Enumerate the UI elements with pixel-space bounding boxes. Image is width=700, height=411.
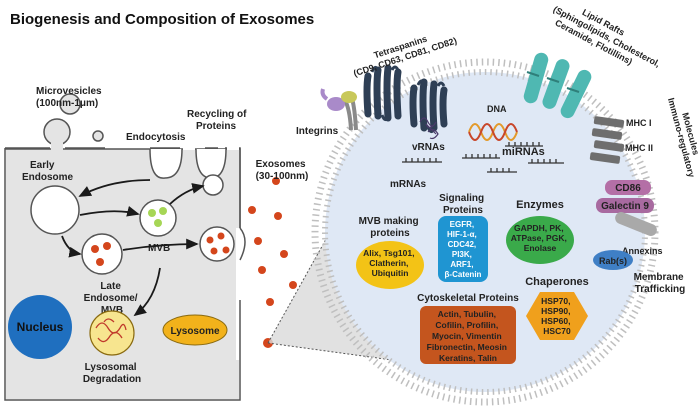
mrna-strands: [402, 158, 442, 163]
lysosomal-degradation-label: Lysosomal Degradation: [83, 362, 141, 385]
mirnas-label: miRNAs: [502, 146, 545, 158]
galectin-label: Galectin 9: [601, 201, 649, 212]
annexins: [615, 212, 657, 236]
rabs: [593, 250, 633, 270]
chaperones-box: [526, 292, 588, 340]
signaling-box: [438, 216, 488, 282]
chaperones-title: Chaperones: [525, 276, 589, 288]
enzymes-list: GAPDH, PK, ATPase, PGK, Enolase: [511, 223, 569, 253]
early-endosome-label: Early Endosome: [22, 160, 74, 183]
pathway-arrows: [61, 179, 205, 317]
endocytosis-pit: [149, 148, 183, 179]
cell-membrane: [4, 147, 241, 401]
immuno-label: Immuno-regulatory Molecules: [666, 94, 700, 181]
cytoskeletal-list: Actin, Tubulin, Cofilin, Profilin, Myoci…: [427, 309, 510, 363]
recycling-vesicle: [202, 174, 224, 196]
mvb-proteins-title: MVB making proteins: [359, 216, 422, 239]
lysosome-label: Lysosome: [170, 326, 220, 337]
late-endosome: [81, 233, 123, 275]
mvb-label: MVB: [148, 243, 170, 254]
vrnas-label: vRNAs: [412, 142, 445, 153]
nucleus: [8, 295, 72, 359]
galectin-9: [596, 198, 654, 213]
diagram-title: Biogenesis and Composition of Exosomes: [10, 11, 314, 28]
exosomes-label: Exosomes (30-100nm): [256, 159, 309, 182]
recycling-label: Recycling of Proteins: [187, 109, 249, 132]
early-endosome: [30, 185, 80, 235]
dna-label: DNA: [487, 104, 507, 114]
microvesicles-label: Microvesicles (100nm-1μm): [36, 86, 104, 109]
mvb-proteins-list: Alix, Tsg101, Clatherin, Ubiquitin: [363, 248, 417, 278]
mrnas-label: mRNAs: [390, 179, 427, 190]
microvesicle: [59, 93, 81, 115]
cytoskeletal-box: [420, 306, 516, 364]
mhc2-label: MHC II: [625, 143, 653, 153]
vrna-squiggles: [419, 117, 439, 140]
lipid-rafts: [523, 52, 592, 119]
endocytosis-label: Endocytosis: [126, 132, 186, 143]
signaling-list: EGFR, HIF-1-α, CDC42, PI3K, ARF1, β-Cate…: [445, 220, 482, 279]
dna-helix: [468, 123, 518, 141]
lysosome: [162, 314, 228, 346]
mvb-proteins-blob: [356, 241, 424, 289]
nucleus-label: Nucleus: [17, 320, 64, 334]
mhc-molecules: [589, 116, 625, 164]
mvb: [139, 199, 177, 237]
signaling-title: Signaling Proteins: [439, 193, 487, 216]
membrane-trafficking-label: Membrane Trafficking: [634, 272, 687, 295]
enzymes-title: Enzymes: [516, 199, 564, 211]
tetraspanins-label: Tetraspanins (CD9, CD63, CD81, CD82): [349, 25, 458, 78]
mirna-strands: [462, 142, 564, 173]
integrins-label: Integrins: [296, 126, 339, 137]
annexins-label: Annexins: [622, 246, 663, 256]
chaperones-list: HSP70, HSP90, HSP60, HSC70: [541, 296, 573, 336]
integrins: [320, 88, 358, 131]
microvesicle: [92, 130, 104, 142]
mhc1-label: MHC I: [626, 118, 652, 128]
cd86: [605, 180, 651, 195]
cytoskeletal-title: Cytoskeletal Proteins: [417, 293, 519, 304]
cd86-label: CD86: [615, 183, 641, 194]
rabs-label: Rab(s): [599, 256, 627, 266]
enzymes-blob: [506, 216, 574, 264]
cell: Microvesicles (100nm-1μm) Endocytosis Re…: [4, 86, 249, 401]
releasing-mvb: [199, 226, 235, 262]
